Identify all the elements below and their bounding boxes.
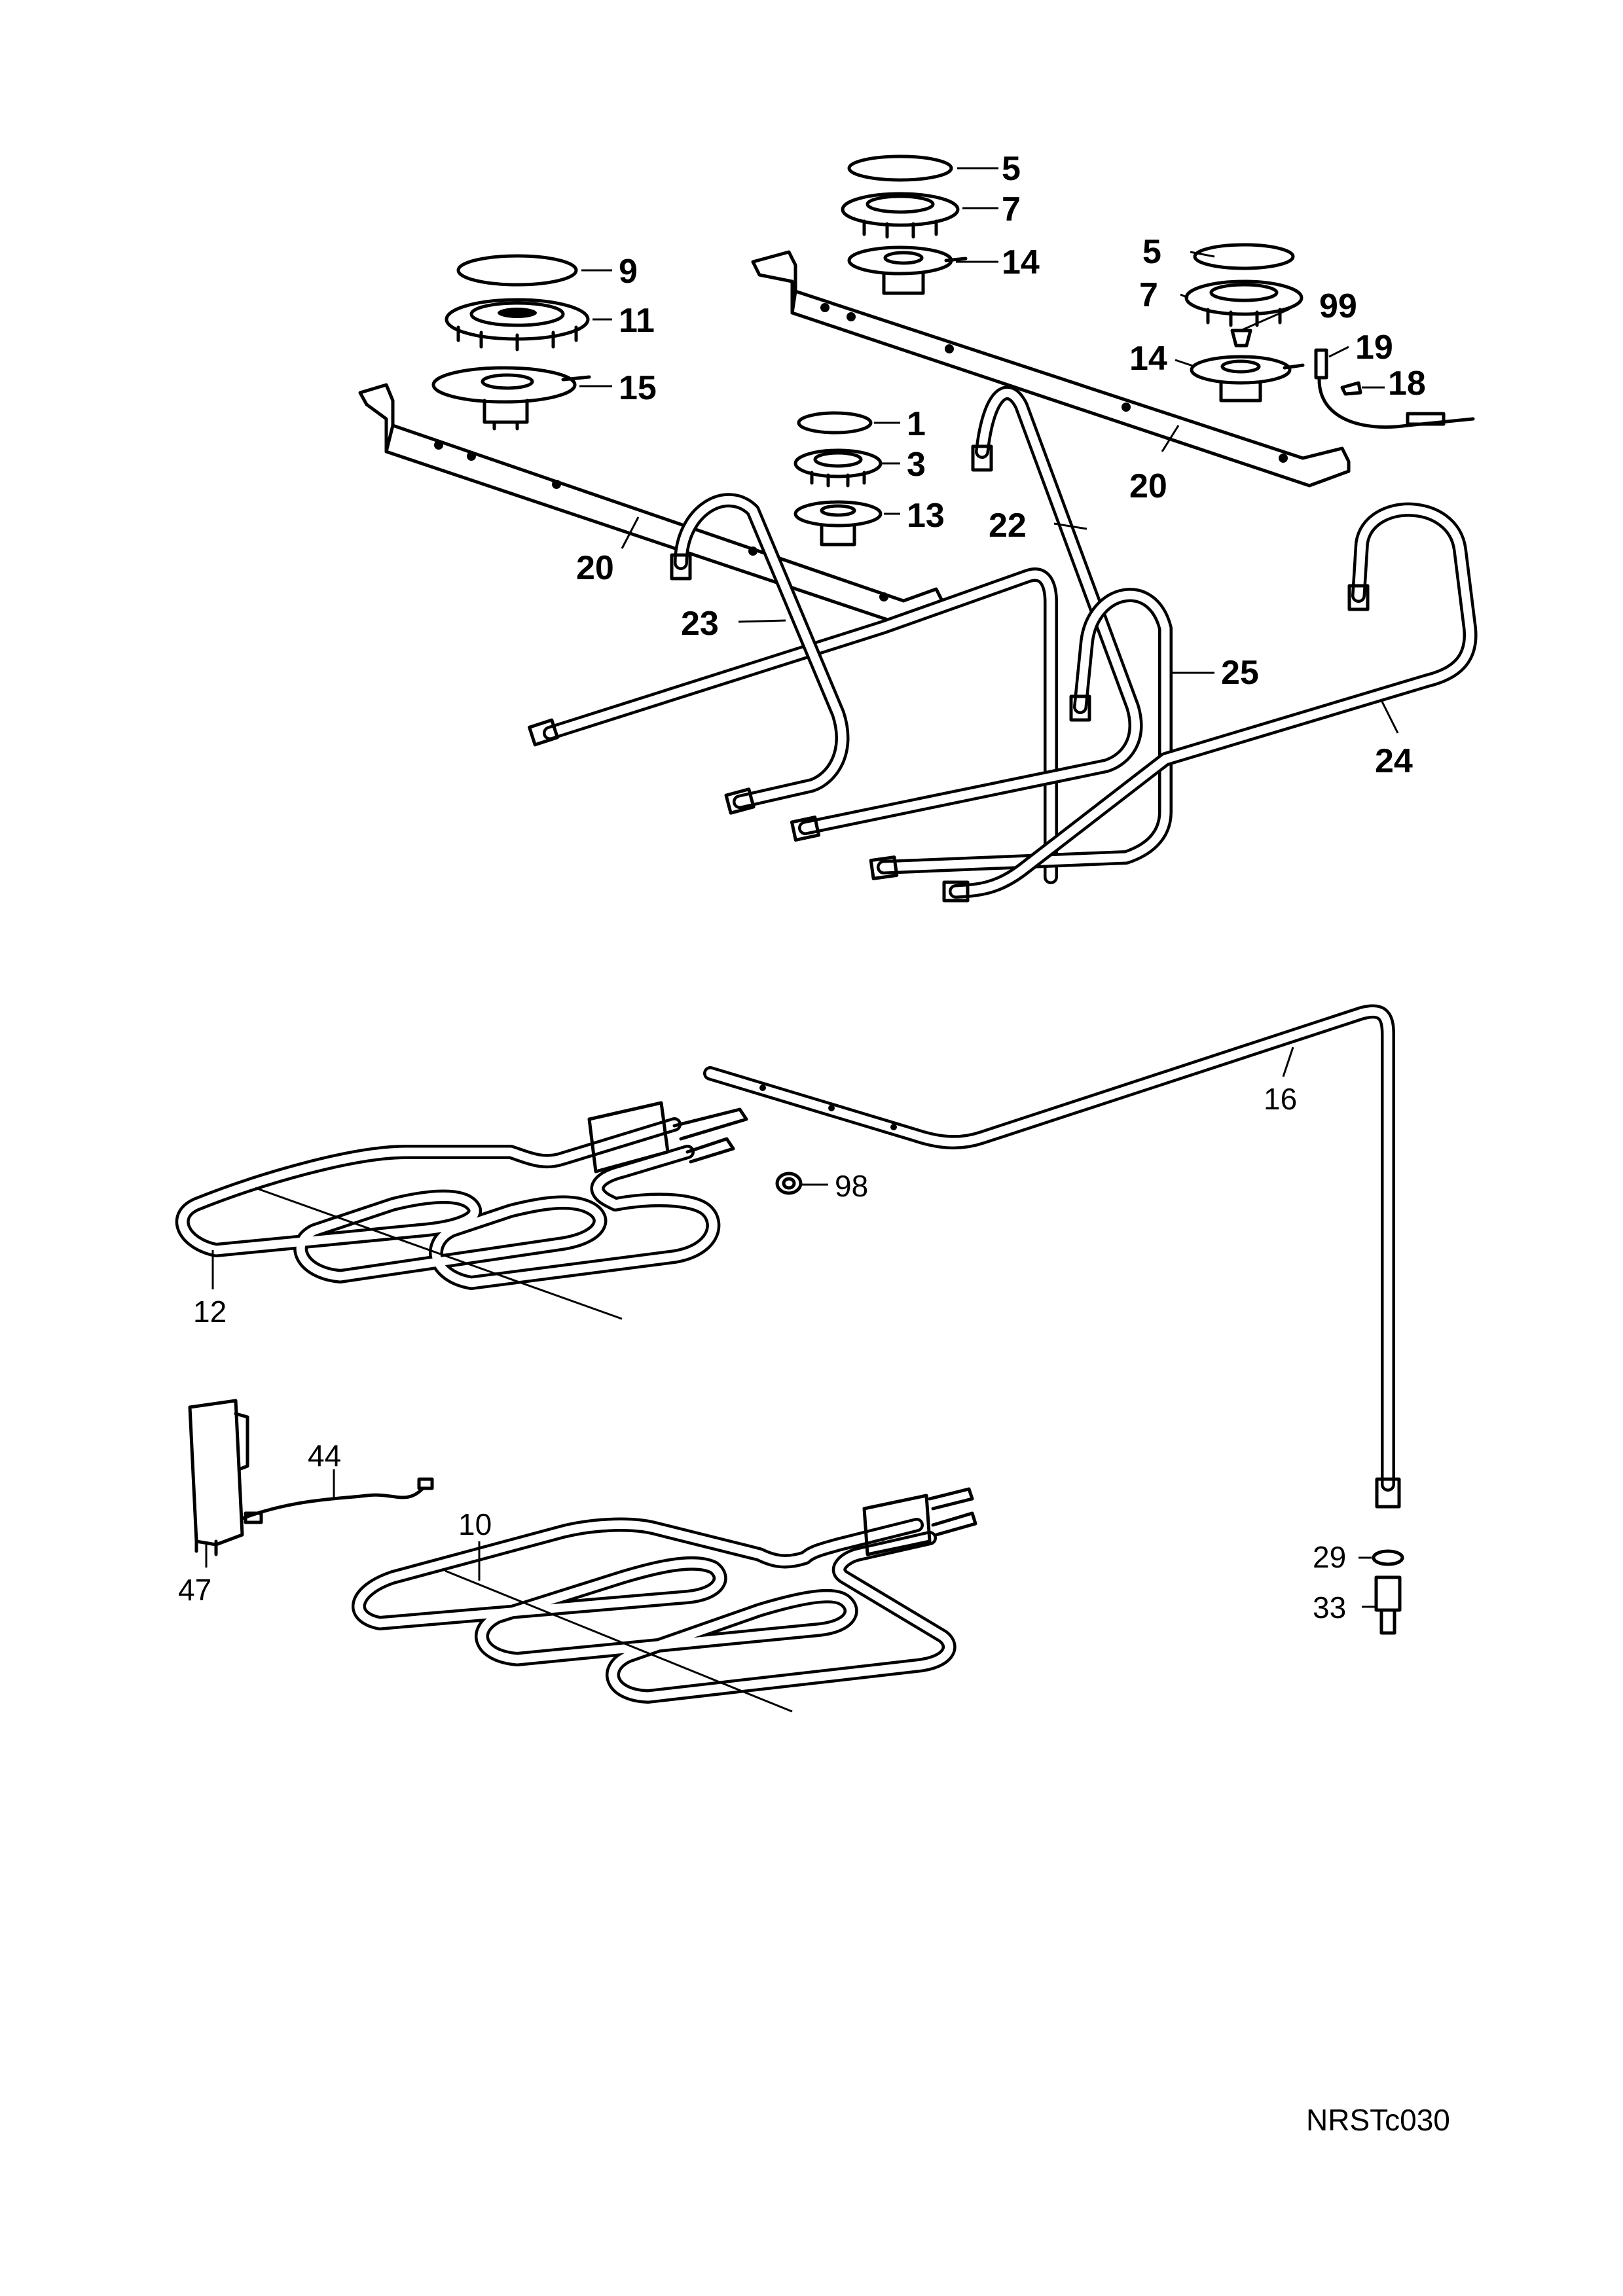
callout-7-top: 7 — [1002, 190, 1021, 228]
burner-crown-11 — [445, 298, 590, 351]
burner-crown-7-right — [1184, 279, 1304, 327]
burner-cap-1 — [797, 411, 873, 435]
callout-15: 15 — [619, 369, 657, 407]
burner-crown-3 — [793, 448, 883, 488]
callout-18: 18 — [1388, 365, 1426, 403]
oven-element-10 — [352, 1487, 977, 1713]
callout-5-right: 5 — [1142, 233, 1161, 271]
callout-24: 24 — [1375, 742, 1413, 780]
grill-element-12 — [175, 1101, 748, 1320]
drawing-code: NRSTc030 — [1306, 2103, 1450, 2137]
burner-base-14-right — [1190, 355, 1305, 403]
burner-crown-7-top — [841, 192, 960, 239]
gas-tube-22 — [790, 386, 1143, 842]
leader-lines — [205, 167, 1399, 1608]
callout-22: 22 — [989, 507, 1027, 545]
callout-99: 99 — [1319, 287, 1357, 325]
ignition-lead-44 — [240, 1477, 434, 1524]
nut-98 — [775, 1172, 803, 1195]
callout-14-top: 14 — [1002, 243, 1040, 281]
callout-13: 13 — [907, 497, 945, 535]
callout-16: 16 — [1264, 1082, 1297, 1116]
callout-47: 47 — [178, 1573, 211, 1607]
thermocouple-lead-18 — [1317, 378, 1475, 429]
callout-33: 33 — [1313, 1590, 1346, 1624]
callout-19: 19 — [1355, 329, 1393, 367]
callout-7-right: 7 — [1139, 276, 1158, 314]
burner-base-14-top — [847, 245, 968, 295]
spark-generator-47 — [188, 1399, 249, 1556]
callout-14-right: 14 — [1129, 340, 1167, 378]
callout-25: 25 — [1221, 654, 1259, 692]
callout-98: 98 — [835, 1169, 868, 1203]
callout-20-right: 20 — [1129, 467, 1167, 505]
callout-44: 44 — [308, 1439, 341, 1473]
burner-cap-9 — [456, 254, 578, 287]
thermocouple-19 — [1314, 348, 1328, 380]
callout-labels: 5 7 14 9 11 15 5 7 99 19 14 18 1 3 13 20… — [178, 150, 1426, 1624]
burner-support-bracket-20-right — [751, 250, 1351, 488]
callout-10: 10 — [458, 1507, 492, 1541]
burner-base-15 — [431, 366, 591, 431]
connector-33 — [1374, 1575, 1402, 1635]
gas-tube-25 — [869, 588, 1173, 880]
gas-tube-23 — [528, 493, 1058, 884]
callout-11: 11 — [619, 302, 655, 340]
burner-support-bracket-20-left — [358, 383, 945, 627]
burner-cap-5-top — [847, 154, 953, 182]
burner-base-13 — [793, 500, 883, 547]
callout-1: 1 — [907, 405, 926, 443]
injector-99 — [1230, 329, 1252, 348]
burner-cap-5-right — [1193, 243, 1295, 270]
gas-tube-24 — [942, 502, 1478, 903]
callout-12: 12 — [193, 1295, 227, 1329]
callout-3: 3 — [907, 446, 926, 484]
callout-23: 23 — [681, 605, 719, 643]
callout-9: 9 — [619, 253, 638, 291]
washer-29 — [1372, 1549, 1404, 1566]
oven-gas-pipe-16 — [703, 1004, 1401, 1509]
callout-5-top: 5 — [1002, 150, 1021, 188]
callout-29: 29 — [1313, 1540, 1346, 1574]
callout-20-left: 20 — [576, 549, 614, 587]
